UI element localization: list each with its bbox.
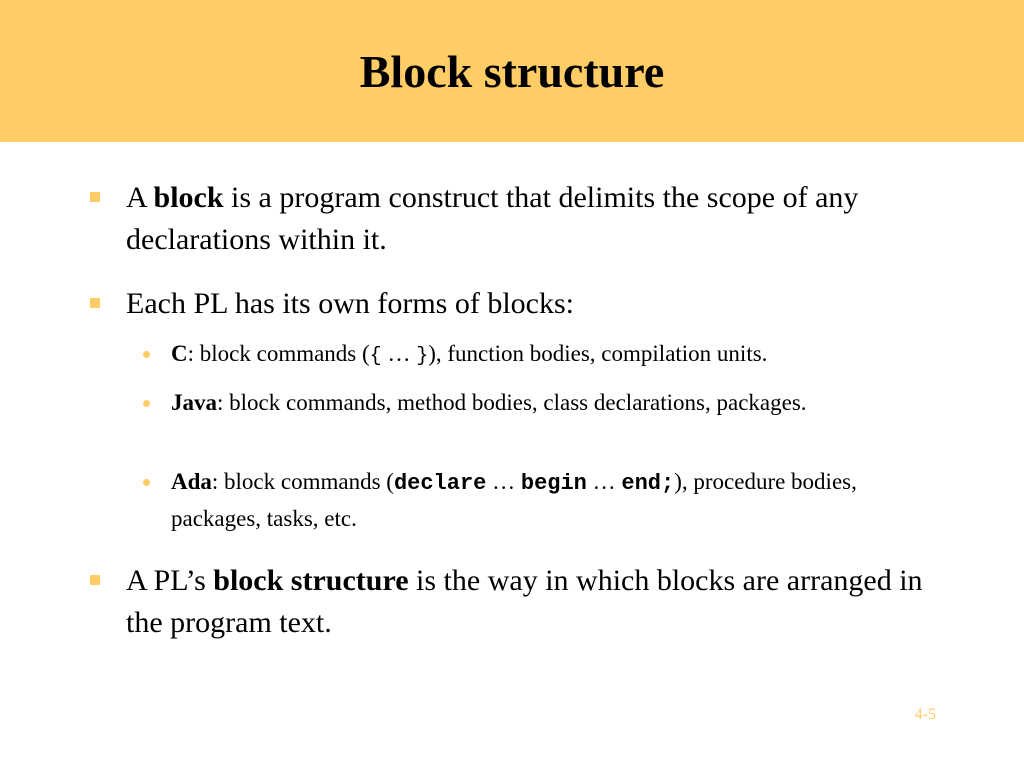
text: : block commands, method bodies, class d… — [217, 390, 807, 415]
text: A PL’s — [126, 564, 214, 597]
page-number: 4-5 — [914, 706, 936, 723]
round-bullet-icon — [143, 351, 150, 358]
lang-c: C — [171, 341, 188, 366]
subbullet-java: Java: block commands, method bodies, cla… — [171, 385, 931, 420]
text: … — [381, 341, 417, 366]
keyword-end: end; — [621, 471, 675, 496]
lang-java: Java — [171, 390, 217, 415]
subbullet-c: C: block commands ({ … }), function bodi… — [171, 336, 931, 374]
subbullet-ada: Ada: block commands (declare … begin … e… — [171, 464, 931, 536]
bullet-block-structure: A PL’s block structure is the way in whi… — [126, 560, 926, 644]
text: : block commands ( — [211, 469, 394, 494]
slide-title: Block structure — [359, 46, 665, 97]
text: : block commands ( — [187, 341, 370, 366]
text: … — [486, 469, 521, 494]
text: A — [126, 181, 154, 214]
bullet-pl-forms: Each PL has its own forms of blocks: — [126, 287, 574, 320]
square-bullet-icon — [90, 298, 100, 308]
term-block: block — [153, 181, 224, 214]
text: ), function bodies, compilation units. — [428, 341, 768, 366]
text: is the way in which blocks are arranged … — [126, 564, 923, 639]
code-brace-open: { — [369, 345, 382, 368]
title-banner — [0, 0, 1024, 142]
text: … — [586, 469, 622, 494]
code-brace-close: } — [416, 345, 429, 368]
keyword-declare: declare — [393, 471, 487, 496]
text: ), procedure bodies, packages, tasks, et… — [171, 469, 857, 531]
text: is a program construct that delimits the… — [126, 181, 859, 256]
square-bullet-icon — [90, 575, 100, 585]
keyword-begin: begin — [520, 471, 587, 496]
round-bullet-icon — [143, 479, 150, 486]
bullet-block-definition: A block is a program construct that deli… — [126, 177, 926, 261]
lang-ada: Ada — [171, 469, 212, 494]
square-bullet-icon — [90, 192, 100, 202]
round-bullet-icon — [143, 400, 150, 407]
term-block-structure: block structure — [213, 564, 409, 597]
